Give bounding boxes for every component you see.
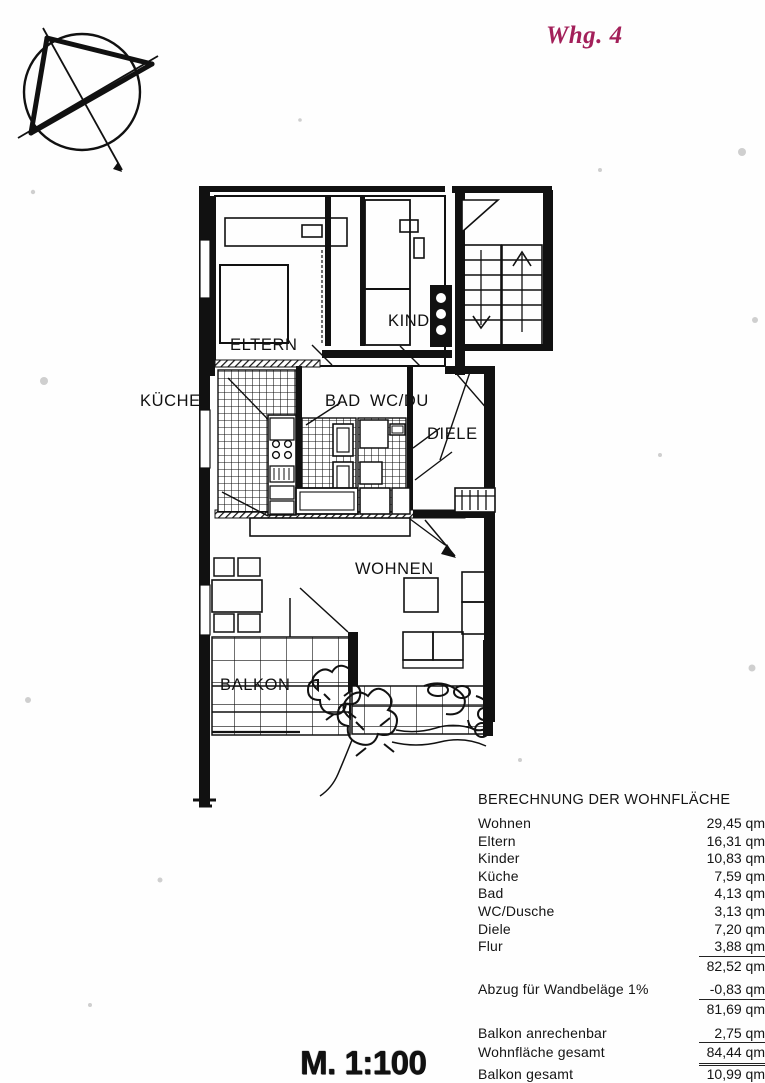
room-label-kind: KIND	[388, 312, 430, 330]
table-row: Bad 4,13 qm	[478, 885, 765, 903]
area-total-value: 84,44 qm	[698, 1042, 765, 1066]
area-calculation-table: BERECHNUNG DER WOHNFLÄCHE Wohnen 29,45 qm…	[478, 792, 765, 1083]
area-row-value: 4,13 qm	[714, 885, 765, 902]
area-subtotal-2-value: 81,69 qm	[698, 998, 765, 1019]
area-row-label: Bad	[478, 885, 504, 902]
area-row-value: 10,83 qm	[706, 850, 765, 867]
area-total-label: Wohnfläche gesamt	[478, 1044, 605, 1061]
room-wc-dusche-fixtures	[357, 417, 411, 515]
room-label-eltern: ELTERN	[230, 336, 298, 354]
area-balcony-counted-value: 2,75 qm	[714, 1024, 765, 1041]
compass-north-icon	[17, 27, 159, 172]
table-row: Küche 7,59 qm	[478, 868, 765, 886]
area-deduction-label: Abzug für Wandbeläge 1%	[478, 981, 649, 998]
scale-label: M. 1:100	[300, 1044, 427, 1081]
handwritten-apartment-note: Whg. 4	[546, 22, 623, 49]
scan-artifacts	[25, 118, 758, 1007]
table-row: WC/Dusche 3,13 qm	[478, 903, 765, 921]
area-row-label: Eltern	[478, 832, 516, 849]
room-label-diele: DIELE	[427, 425, 478, 443]
area-subtotal-1: 82,52 qm	[478, 955, 765, 976]
area-row-label: Küche	[478, 867, 519, 884]
table-row: Flur 3,88 qm	[478, 938, 765, 956]
table-row: Eltern 16,31 qm	[478, 833, 765, 851]
area-row-label: Diele	[478, 920, 511, 937]
area-row-value: 7,20 qm	[714, 920, 765, 937]
area-row-label: WC/Dusche	[478, 902, 555, 919]
area-deduction: Abzug für Wandbeläge 1% -0,83 qm	[478, 981, 765, 999]
balcony-plants-icon	[306, 664, 494, 797]
room-wohnen-furniture	[211, 517, 495, 669]
room-eltern-furniture	[219, 217, 348, 366]
area-table-title: BERECHNUNG DER WOHNFLÄCHE	[478, 792, 731, 808]
table-row: Kinder 10,83 qm	[478, 850, 765, 868]
building-outline	[193, 186, 553, 808]
room-diele-fixtures	[409, 371, 496, 546]
room-kind-furniture	[364, 199, 452, 367]
area-total: Wohnfläche gesamt 84,44 qm	[478, 1042, 765, 1066]
room-label-wc-du: WC/DU	[370, 392, 429, 410]
room-label-wohnen: WOHNEN	[355, 560, 434, 578]
area-row-value: 16,31 qm	[706, 832, 765, 849]
room-label-balkon: BALKON	[220, 676, 291, 694]
area-row-label: Flur	[478, 938, 503, 955]
area-subtotal-1-value: 82,52 qm	[698, 955, 765, 976]
room-kuche-fixtures	[217, 369, 297, 517]
area-row-label: Kinder	[478, 850, 520, 867]
area-row-value: 3,88 qm	[714, 938, 765, 955]
area-deduction-value: -0,83 qm	[709, 981, 765, 998]
staircase	[460, 199, 543, 346]
table-row: Diele 7,20 qm	[478, 921, 765, 939]
room-label-kuche: KÜCHE	[140, 392, 201, 410]
area-balcony-total-value: 10,99 qm	[706, 1065, 765, 1082]
area-row-value: 7,59 qm	[714, 867, 765, 884]
area-balcony-total-label: Balkon gesamt	[478, 1065, 574, 1082]
area-row-label: Wohnen	[478, 815, 532, 831]
table-row: Wohnen 29,45 qm	[478, 815, 765, 833]
area-row-value: 3,13 qm	[714, 902, 765, 919]
area-subtotal-2: 81,69 qm	[478, 998, 765, 1019]
area-balcony-counted: Balkon anrechenbar 2,75 qm	[478, 1025, 765, 1043]
area-balcony-total: Balkon gesamt 10,99 qm	[478, 1066, 765, 1083]
room-label-bad: BAD	[325, 392, 361, 410]
room-bad-fixtures	[295, 402, 359, 515]
area-row-value: 29,45 qm	[706, 815, 765, 831]
area-balcony-counted-label: Balkon anrechenbar	[478, 1024, 607, 1041]
